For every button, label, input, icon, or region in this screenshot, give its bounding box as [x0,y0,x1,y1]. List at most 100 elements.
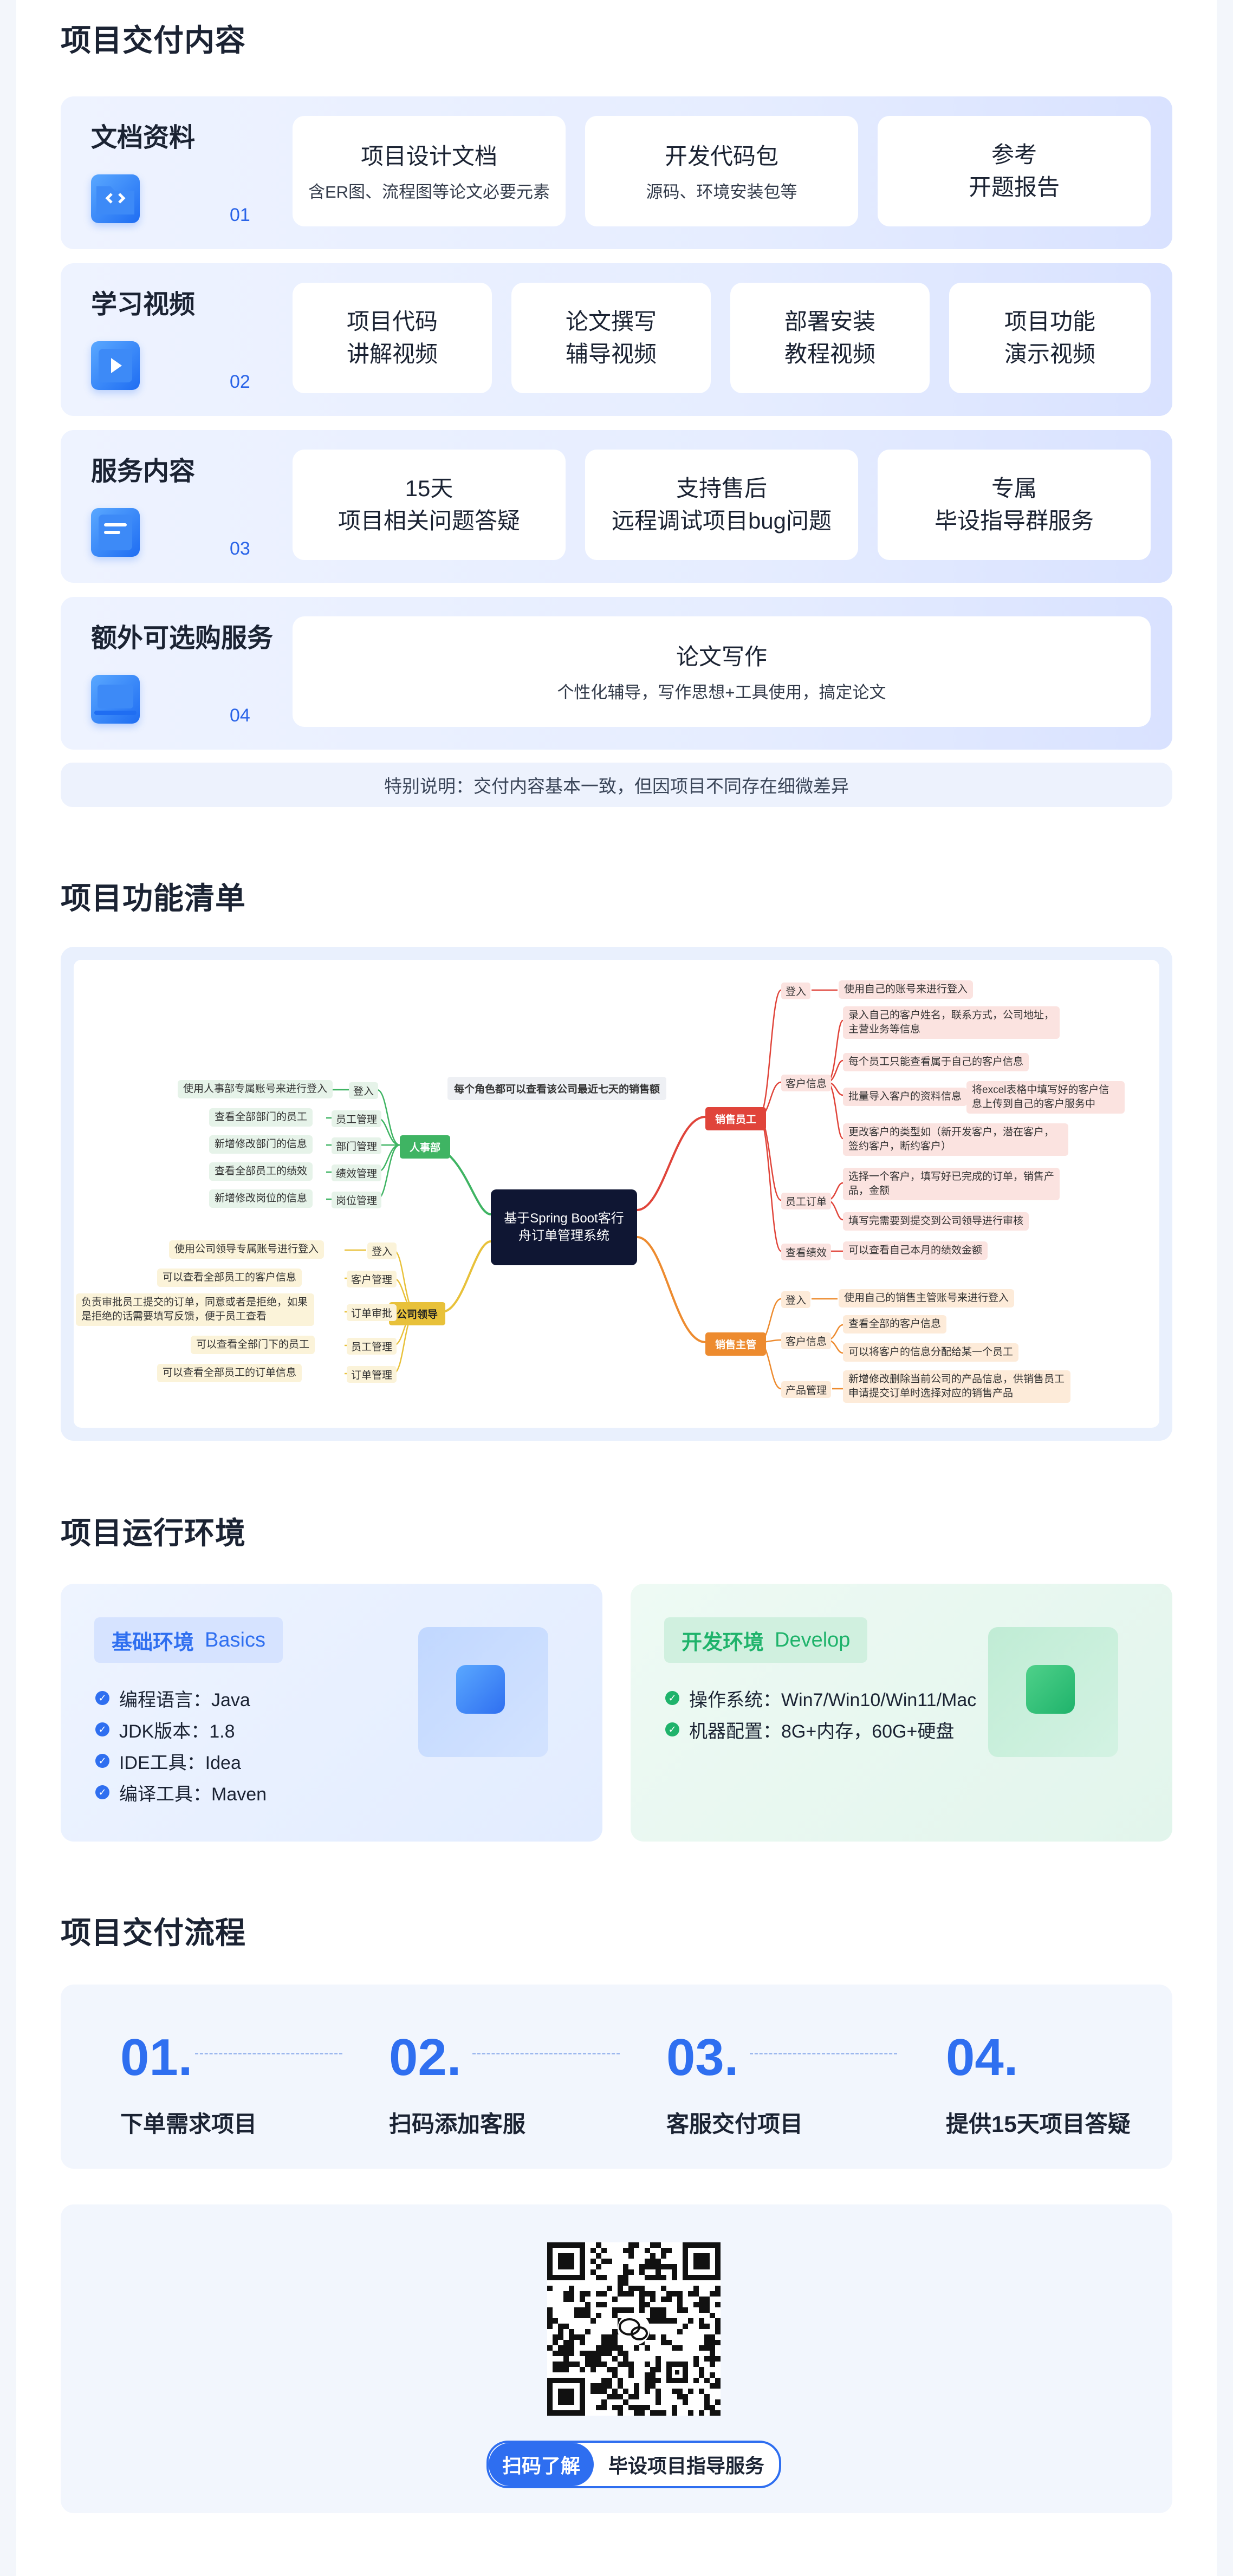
deliverable-card: 论文撰写 辅导视频 [511,283,711,393]
mindmap: 基于Spring Boot客行舟订单管理系统 每个角色都可以查看该公司最近七天的… [74,960,1159,1428]
deliverable-card: 项目代码 讲解视频 [293,283,492,393]
env-item: ✓ 机器配置：8G+内存，60G+硬盘 [665,1714,976,1745]
mindmap-label: 订单管理 [347,1366,397,1383]
section-title-deliverables: 项目交付内容 [61,23,246,57]
deliverable-row-extra: 额外可选购服务 04 论文写作 个性化辅导，写作思想+工具使用，搞定论文 [61,597,1172,750]
check-icon: ✓ [95,1754,109,1768]
card-title: 项目功能 [1004,309,1095,334]
mindmap-leaf: 使用自己的账号来进行登入 [839,980,974,999]
mindmap-leaf: 查看全部员工的绩效 [209,1162,313,1181]
scan-pill[interactable]: 扫码了解 毕设项目指导服务 [486,2441,781,2488]
deliverable-card: 15天 项目相关问题答疑 [293,450,566,560]
mindmap-leaf: 可以查看全部员工的订单信息 [157,1364,302,1382]
mindmap-label: 查看绩效 [781,1244,832,1260]
env-item: ✓编程语言：Java [95,1682,267,1714]
deliverable-card: 论文写作 个性化辅导，写作思想+工具使用，搞定论文 [293,616,1151,727]
deliverable-card: 专属 毕设指导群服务 [878,450,1151,560]
mindmap-leaf: 可以将客户的信息分配给某一个员工 [843,1343,1019,1362]
mindmap-label: 登入 [781,983,811,999]
step-label: 扫码添加客服 [389,2111,526,2137]
env-item-text: JDK版本：1.8 [119,1721,235,1742]
card-title-line2: 项目相关问题答疑 [338,508,520,534]
env-item: ✓ IDE工具：Idea [95,1745,267,1777]
mindmap-label: 员工订单 [781,1193,832,1209]
mindmap-leaf: 更改客户的类型如（新开发客户，潜在客户，签约客户，断约客户） [843,1123,1068,1156]
card-title: 论文写作 [676,643,767,669]
process-step: 01. 下单需求项目 [120,2028,257,2139]
env-head-develop: 开发环境 Develop [664,1617,868,1663]
card-title: 参考 [991,142,1037,167]
step-number: 02. [389,2028,462,2086]
deliverable-card: 开发代码包 源码、环境安装包等 [585,116,858,226]
process-panel: 01. 下单需求项目 02. 扫码添加客服 03. 客服交付项目 04. 提供1… [61,1985,1172,2169]
deliverable-label: 额外可选购服务 [91,624,274,653]
mindmap-label: 客户管理 [347,1271,397,1287]
deliverable-number: 03 [230,538,250,559]
check-icon: ✓ [95,1722,109,1736]
page: 项目交付内容 文档资料 01 项目设计文档 含ER图、流程图等论文必要元素 开发… [16,0,1217,2576]
code-cube-icon [1026,1665,1075,1714]
mindmap-label: 岗位管理 [332,1192,382,1208]
mindmap-leaf: 新增修改部门的信息 [209,1135,313,1154]
mindmap-branch-manager: 销售主管 [705,1332,767,1356]
card-title-line2: 开题报告 [968,174,1060,200]
laptop-icon [91,675,140,724]
process-step: 02. 扫码添加客服 [389,2028,525,2139]
scan-label[interactable]: 扫码了解 [489,2443,594,2486]
env-list-basic: ✓编程语言：Java ✓ JDK版本：1.8 ✓ IDE工具：Idea ✓ 编译工具：… [95,1682,267,1808]
mindmap-leaf: 使用人事部专属账号来进行登入 [178,1080,333,1098]
mindmap-leaf: 每个员工只能查看属于自己的客户信息 [843,1053,1029,1071]
step-label: 下单需求项目 [120,2111,257,2137]
mindmap-leaf: 可以查看全部员工的客户信息 [157,1269,302,1287]
env-head-basic: 基础环境 Basics [94,1617,283,1663]
wechat-icon [619,2318,648,2340]
check-icon: ✓ [665,1691,679,1705]
mindmap-label: 登入 [781,1291,811,1308]
card-title: 15天 [405,476,453,501]
mindmap-label: 登入 [349,1082,379,1099]
card-title-line2: 教程视频 [784,341,875,367]
deliverable-card: 参考 开题报告 [878,116,1151,226]
card-title-line2: 远程调试项目bug问题 [611,508,832,534]
mindmap-label: 员工管理 [332,1110,382,1127]
deliverable-label: 文档资料 [91,123,196,152]
special-note: 特别说明：交付内容基本一致，但因项目不同存在细微差异 [61,763,1172,807]
step-divider [750,2053,897,2054]
card-title: 开发代码包 [664,143,778,169]
deliverable-row-videos: 学习视频 02 项目代码 讲解视频 论文撰写 辅导视频 部署安装 教程视频 项目… [61,263,1172,416]
mindmap-label: 产品管理 [781,1381,832,1398]
mindmap-leaf: 查看全部部门的员工 [209,1108,313,1127]
mindmap-panel: 基于Spring Boot客行舟订单管理系统 每个角色都可以查看该公司最近七天的… [61,947,1172,1441]
section-title-process: 项目交付流程 [61,1916,246,1950]
env-card-develop: 开发环境 Develop ✓操作系统：Win7/Win10/Win11/Mac … [631,1584,1172,1842]
deliverable-card: 项目设计文档 含ER图、流程图等论文必要元素 [293,116,566,226]
env-item-text: 机器配置：8G+内存，60G+硬盘 [689,1721,955,1742]
mindmap-leaf: 可以查看全部门下的员工 [191,1336,315,1354]
mindmap-leaf: 负责审批员工提交的订单，同意或者是拒绝，如果是拒绝的话需要填写反馈，便于员工查看 [76,1293,314,1326]
deliverable-number: 04 [230,705,250,726]
step-label: 客服交付项目 [666,2111,803,2137]
card-title-line2: 辅导视频 [565,341,657,367]
env-list-develop: ✓操作系统：Win7/Win10/Win11/Mac ✓机器配置：8G+内存，6… [665,1682,976,1745]
step-number: 04. [946,2028,1018,2086]
mindmap-leaf: 可以查看自己本月的绩效金额 [843,1241,988,1260]
card-subtitle: 个性化辅导，写作思想+工具使用，搞定论文 [557,682,886,702]
deliverable-label: 学习视频 [91,290,196,319]
deliverable-number: 01 [230,205,250,225]
env-head-en: Basics [205,1628,265,1651]
mindmap-leaf: 录入自己的客户姓名，联系方式，公司地址，主营业务等信息 [843,1006,1060,1039]
card-title: 专属 [991,476,1037,501]
env-item-text: IDE工具：Idea [119,1752,241,1773]
mindmap-label: 客户信息 [781,1075,832,1091]
video-play-icon [91,341,140,390]
process-step: 04. 提供15天项目答疑 [946,2028,1131,2139]
qr-code[interactable] [547,2242,721,2416]
mindmap-label: 员工管理 [347,1338,397,1355]
section-title-features: 项目功能清单 [61,881,246,915]
mindmap-label: 客户信息 [781,1332,832,1349]
env-item-text: 编译工具：Maven [119,1784,267,1805]
env-head-en: Develop [775,1628,851,1651]
deliverable-number: 02 [230,372,250,392]
check-icon: ✓ [665,1722,679,1736]
deliverable-row-documents: 文档资料 01 项目设计文档 含ER图、流程图等论文必要元素 开发代码包 源码、… [61,96,1172,249]
